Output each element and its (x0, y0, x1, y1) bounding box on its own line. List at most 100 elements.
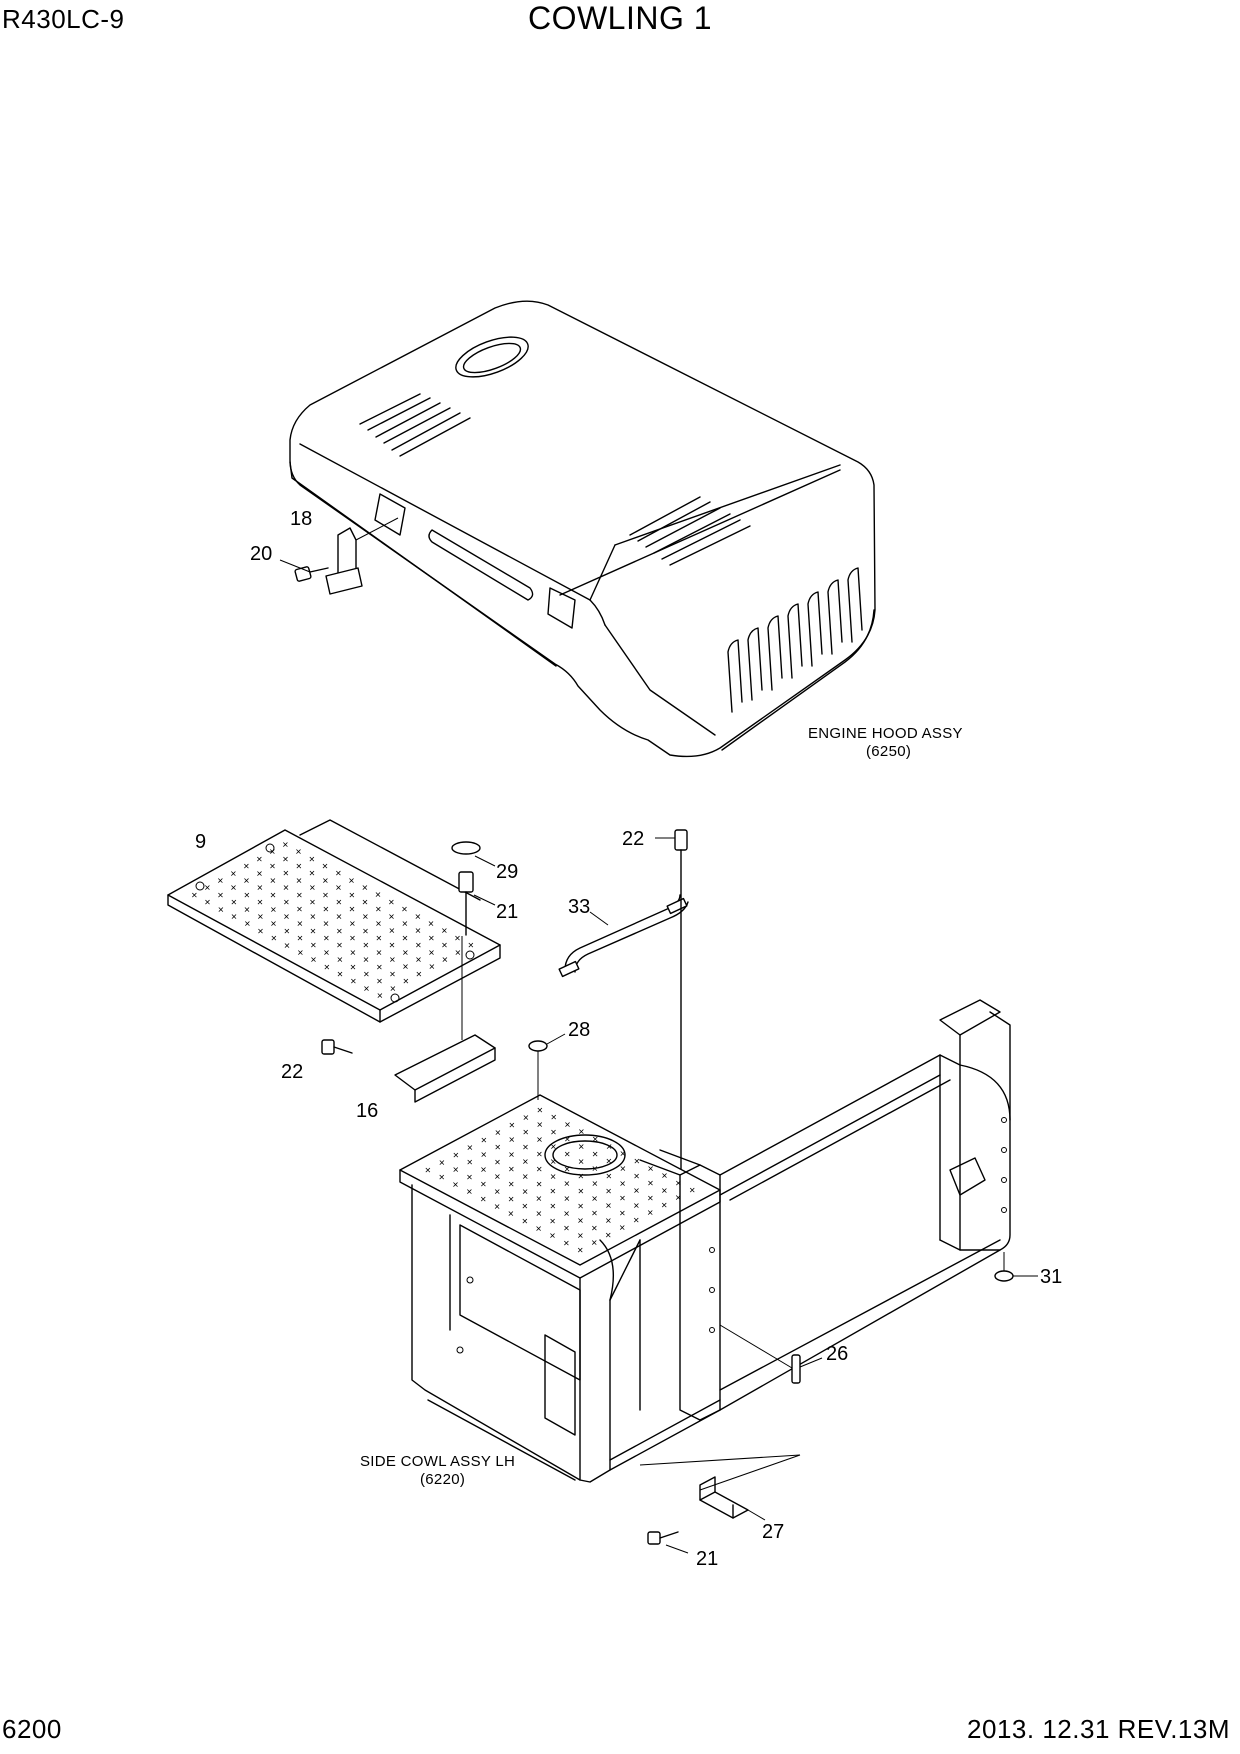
svg-text:✕: ✕ (402, 934, 409, 943)
svg-text:✕: ✕ (577, 1202, 584, 1211)
svg-text:✕: ✕ (606, 1142, 613, 1151)
checker-plate-part (167, 819, 501, 1023)
svg-text:✕: ✕ (466, 1188, 473, 1197)
svg-text:✕: ✕ (243, 877, 250, 886)
svg-text:✕: ✕ (578, 1172, 585, 1181)
side-cowl-caption: SIDE COWL ASSY LH (360, 1453, 515, 1470)
svg-text:✕: ✕ (361, 884, 368, 893)
svg-text:✕: ✕ (362, 912, 369, 921)
washer-28-part (528, 1033, 566, 1100)
svg-text:✕: ✕ (619, 1209, 626, 1218)
svg-text:✕: ✕ (362, 898, 369, 907)
svg-text:✕: ✕ (388, 898, 395, 907)
svg-text:✕: ✕ (494, 1128, 501, 1137)
callout-27: 27 (762, 1521, 784, 1543)
svg-text:✕: ✕ (605, 1202, 612, 1211)
callout-9: 9 (195, 831, 206, 853)
svg-text:✕: ✕ (296, 876, 303, 885)
svg-text:✕: ✕ (376, 963, 383, 972)
clip-26-part (719, 1324, 823, 1384)
svg-text:✕: ✕ (204, 898, 211, 907)
side-cowl-drawing (399, 999, 1011, 1483)
svg-text:✕: ✕ (619, 1224, 626, 1233)
callout-26: 26 (826, 1343, 848, 1365)
svg-text:✕: ✕ (428, 920, 435, 929)
svg-text:✕: ✕ (494, 1202, 501, 1211)
svg-text:✕: ✕ (550, 1172, 557, 1181)
svg-text:✕: ✕ (577, 1187, 584, 1196)
svg-text:✕: ✕ (350, 963, 357, 972)
washer-31-part (994, 1252, 1038, 1282)
svg-text:✕: ✕ (350, 977, 357, 986)
svg-text:✕: ✕ (522, 1158, 529, 1167)
svg-text:✕: ✕ (591, 1180, 598, 1189)
hood-latch-part (279, 517, 399, 595)
svg-text:✕: ✕ (508, 1165, 515, 1174)
svg-text:✕: ✕ (230, 869, 237, 878)
handle-part (558, 894, 689, 978)
svg-text:✕: ✕ (438, 1173, 445, 1182)
svg-text:✕: ✕ (348, 876, 355, 885)
callout-33: 33 (568, 896, 590, 918)
svg-text:✕: ✕ (323, 948, 330, 957)
svg-text:✕: ✕ (452, 1180, 459, 1189)
svg-text:✕: ✕ (535, 1224, 542, 1233)
svg-text:✕: ✕ (270, 891, 277, 900)
svg-text:✕: ✕ (376, 948, 383, 957)
svg-text:✕: ✕ (230, 898, 237, 907)
svg-text:✕: ✕ (563, 1239, 570, 1248)
svg-text:✕: ✕ (402, 948, 409, 957)
svg-text:✕: ✕ (309, 884, 316, 893)
svg-text:✕: ✕ (389, 970, 396, 979)
svg-text:✕: ✕ (323, 920, 330, 929)
svg-text:✕: ✕ (577, 1246, 584, 1255)
svg-text:✕: ✕ (647, 1209, 654, 1218)
svg-text:✕: ✕ (563, 1209, 570, 1218)
svg-text:✕: ✕ (269, 862, 276, 871)
svg-text:✕: ✕ (480, 1136, 487, 1145)
svg-text:✕: ✕ (376, 977, 383, 986)
svg-text:✕: ✕ (375, 905, 382, 914)
svg-text:✕: ✕ (282, 855, 289, 864)
svg-text:✕: ✕ (480, 1195, 487, 1204)
svg-text:✕: ✕ (508, 1136, 515, 1145)
svg-text:✕: ✕ (283, 884, 290, 893)
bolt-left-part (321, 1039, 353, 1055)
svg-text:✕: ✕ (257, 913, 264, 922)
svg-text:✕: ✕ (362, 927, 369, 936)
svg-text:✕: ✕ (521, 1217, 528, 1226)
svg-text:✕: ✕ (270, 934, 277, 943)
svg-text:✕: ✕ (375, 934, 382, 943)
svg-text:✕: ✕ (309, 898, 316, 907)
svg-text:✕: ✕ (466, 1143, 473, 1152)
svg-text:✕: ✕ (402, 963, 409, 972)
svg-text:✕: ✕ (349, 948, 356, 957)
svg-text:✕: ✕ (296, 920, 303, 929)
svg-text:✕: ✕ (605, 1216, 612, 1225)
svg-text:✕: ✕ (494, 1143, 501, 1152)
svg-text:✕: ✕ (244, 920, 251, 929)
svg-text:✕: ✕ (522, 1128, 529, 1137)
svg-text:✕: ✕ (536, 1106, 543, 1115)
callout-22-top: 22 (622, 828, 644, 850)
svg-text:✕: ✕ (204, 884, 211, 893)
svg-text:✕: ✕ (217, 877, 224, 886)
checker-pattern: ✕ ✕ ✕ ✕ ✕ ✕ ✕ ✕ ✕ ✕ ✕ ✕ ✕ ✕ ✕ ✕ ✕ ✕ ✕ ✕ ✕ ✕ ✕ ✕ ✕ ✕ ✕ ✕ ✕ ✕ ✕ ✕ ✕ ✕ ✕ ✕ ✕ ✕ ✕ ✕… (191, 840, 474, 1000)
svg-text:✕: ✕ (389, 984, 396, 993)
callout-22-left: 22 (281, 1061, 303, 1083)
bracket-part (394, 936, 496, 1103)
svg-text:✕: ✕ (452, 1166, 459, 1175)
svg-text:✕: ✕ (363, 970, 370, 979)
svg-text:✕: ✕ (536, 1180, 543, 1189)
svg-text:✕: ✕ (191, 891, 198, 900)
svg-text:✕: ✕ (563, 1195, 570, 1204)
svg-text:✕: ✕ (363, 956, 370, 965)
svg-text:✕: ✕ (480, 1180, 487, 1189)
svg-text:✕: ✕ (605, 1231, 612, 1240)
svg-text:✕: ✕ (438, 1158, 445, 1167)
svg-text:✕: ✕ (675, 1194, 682, 1203)
svg-text:✕: ✕ (592, 1165, 599, 1174)
svg-text:✕: ✕ (310, 956, 317, 965)
svg-text:✕: ✕ (389, 956, 396, 965)
svg-text:✕: ✕ (388, 927, 395, 936)
